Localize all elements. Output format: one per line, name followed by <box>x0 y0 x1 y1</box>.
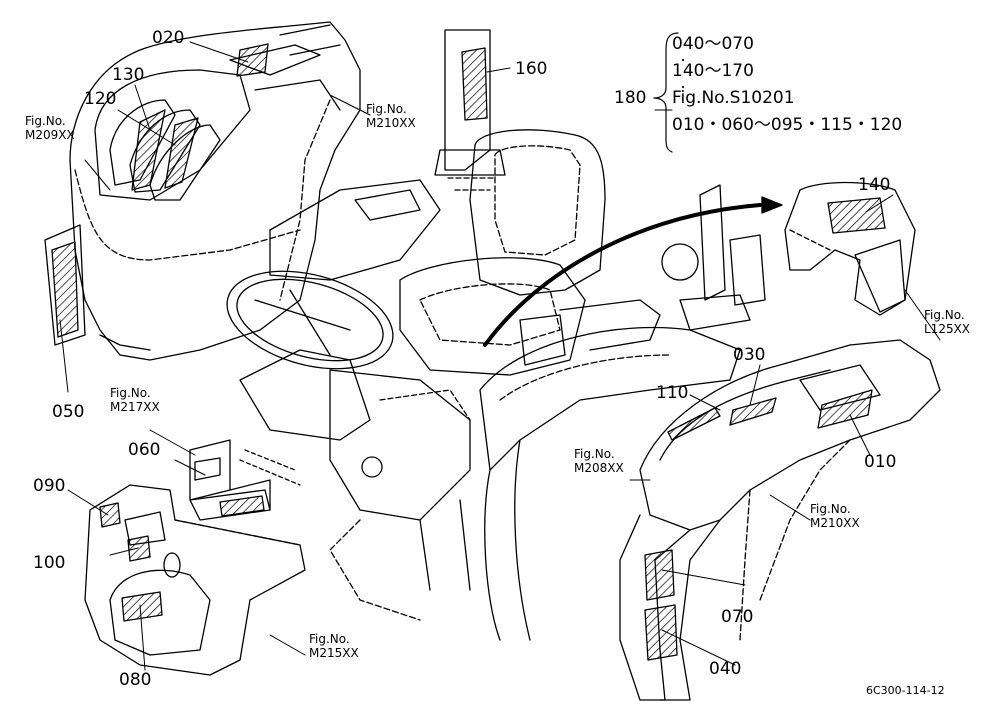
ref-dot-2: ・ <box>678 83 688 94</box>
callout-040: 040 <box>709 659 742 679</box>
fig-ref-l125: Fig.No. L125XX <box>924 308 970 336</box>
callout-090: 090 <box>33 476 66 496</box>
steering-wheel <box>226 270 394 370</box>
fig-ref-number: M215XX <box>309 646 359 660</box>
callout-020: 020 <box>152 28 185 48</box>
ref-dot-1: ・ <box>678 56 688 67</box>
fig-ref-m210-bottom: Fig.No. M210XX <box>810 502 860 530</box>
fig-ref-m215: Fig.No. M215XX <box>309 632 359 660</box>
fig-ref-label: Fig.No. <box>810 502 851 516</box>
decal-hatch-areas <box>51 43 886 661</box>
fig-ref-number: M217XX <box>110 400 160 414</box>
fig-ref-m217: Fig.No. M217XX <box>110 386 160 414</box>
fig-ref-label: Fig.No. <box>309 632 350 646</box>
fig-ref-label: Fig.No. <box>574 447 615 461</box>
fig-ref-m208: Fig.No. M208XX <box>574 447 624 475</box>
fig-ref-number: M208XX <box>574 461 624 475</box>
callout-180: 180 <box>614 88 647 108</box>
fig-ref-number: M209XX <box>25 128 75 142</box>
callout-130: 130 <box>112 65 145 85</box>
fig-ref-label: Fig.No. <box>25 114 66 128</box>
fig-ref-number: M210XX <box>810 516 860 530</box>
ref-line-4: 010・060～095・115・120 <box>672 115 903 135</box>
reference-brace <box>653 32 679 153</box>
callout-070: 070 <box>721 607 754 627</box>
fig-ref-label: Fig.No. <box>924 308 965 322</box>
callout-140: 140 <box>858 175 891 195</box>
fig-ref-m209: Fig.No. M209XX <box>25 114 75 142</box>
dashboard <box>239 179 471 621</box>
callout-080: 080 <box>119 670 152 690</box>
callout-010: 010 <box>864 452 897 472</box>
direction-arrow <box>483 196 783 347</box>
center-right-fender <box>479 326 741 641</box>
left-fender <box>44 21 361 361</box>
callout-160: 160 <box>515 59 548 79</box>
fig-ref-label: Fig.No. <box>366 102 407 116</box>
ref-line-1: 040～070 <box>672 34 754 54</box>
bracket-060 <box>189 439 301 521</box>
callout-060: 060 <box>128 440 161 460</box>
callout-110: 110 <box>656 383 689 403</box>
callout-120: 120 <box>84 89 117 109</box>
callout-100: 100 <box>33 553 66 573</box>
leader-lines <box>59 41 941 671</box>
fig-ref-number: L125XX <box>924 322 971 336</box>
fig-ref-number: M210XX <box>366 116 416 130</box>
fig-ref-label: Fig.No. <box>110 386 151 400</box>
drawing-code: 6C300-114-12 <box>866 684 945 697</box>
rear-panel <box>84 484 306 676</box>
reference-block: 040～070 140～170 Fig.No.S10201 010・060～09… <box>672 36 902 144</box>
ref-line-3: Fig.No.S10201 <box>672 88 795 108</box>
seat-assembly <box>399 129 661 376</box>
rops-post-right <box>661 184 766 331</box>
callout-030: 030 <box>733 345 766 365</box>
fig-ref-m210-top: Fig.No. M210XX <box>366 102 416 130</box>
callout-050: 050 <box>52 402 85 422</box>
fender-140-detail <box>784 181 916 316</box>
ref-line-2: 140～170 <box>672 61 754 81</box>
